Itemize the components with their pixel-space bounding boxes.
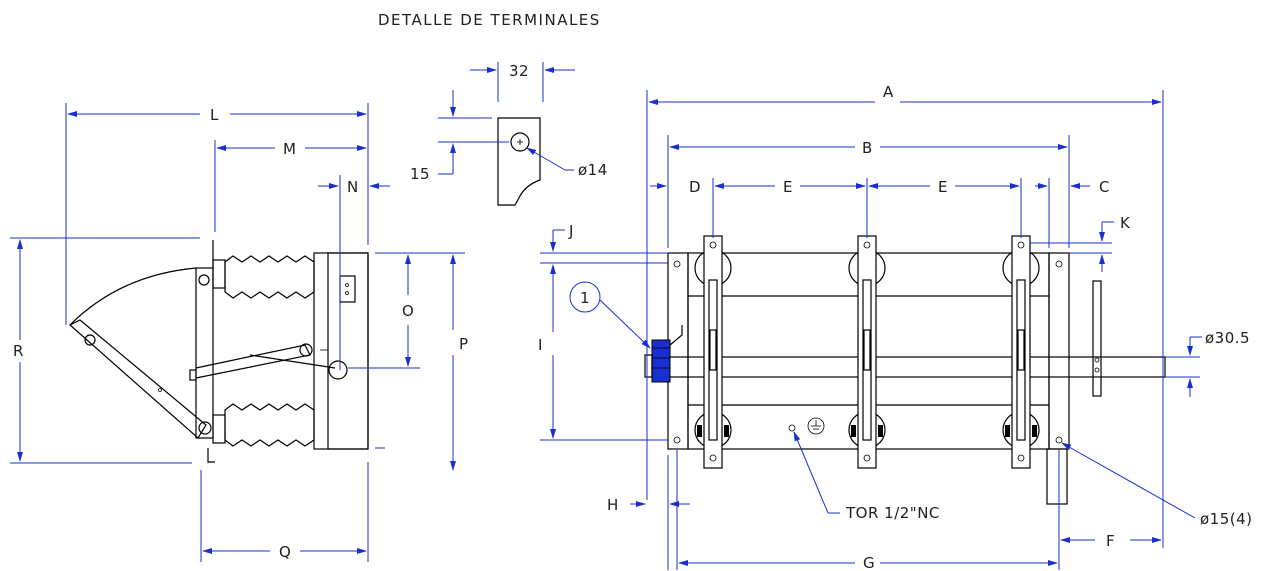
label-N: N (347, 178, 359, 196)
label-L: L (210, 106, 219, 124)
balloon-1: 1 (580, 289, 590, 307)
terminal-detail: 32 15 ø14 (410, 62, 608, 206)
label-shaft-diameter: ø30.5 (1205, 329, 1250, 347)
dim-32: 32 (509, 62, 529, 80)
side-bottom-insulator (212, 403, 315, 447)
dim-15: 15 (410, 165, 430, 183)
side-dimensions: L M N O P R Q (10, 103, 469, 562)
label-D: D (689, 178, 701, 196)
label-I: I (538, 336, 543, 354)
label-R: R (13, 342, 24, 360)
label-H: H (607, 496, 619, 514)
label-F: F (1106, 532, 1115, 550)
dim-o14: ø14 (578, 161, 608, 179)
label-C: C (1099, 178, 1110, 196)
side-view (68, 240, 369, 463)
label-A: A (883, 83, 894, 101)
label-E-2: E (938, 178, 948, 196)
side-top-insulator (212, 255, 315, 299)
label-ground-tap: TOR 1/2"NC (845, 504, 940, 522)
label-Q: Q (279, 543, 291, 561)
pole-1 (694, 235, 732, 469)
label-mount-holes: ø15(4) (1200, 510, 1253, 528)
front-dimensions: A B D E E C J (538, 83, 1253, 571)
label-J: J (568, 222, 574, 240)
title: DETALLE DE TERMINALES (378, 11, 601, 29)
mechanism-spring (644, 325, 683, 383)
label-K: K (1120, 214, 1131, 232)
label-G: G (863, 554, 875, 571)
pole-2 (848, 235, 886, 469)
label-M: M (283, 140, 296, 158)
label-P: P (459, 335, 469, 353)
label-B: B (862, 139, 873, 157)
front-view (644, 235, 1166, 505)
label-O: O (402, 302, 414, 320)
label-E-1: E (783, 178, 793, 196)
pole-3 (1002, 235, 1040, 469)
